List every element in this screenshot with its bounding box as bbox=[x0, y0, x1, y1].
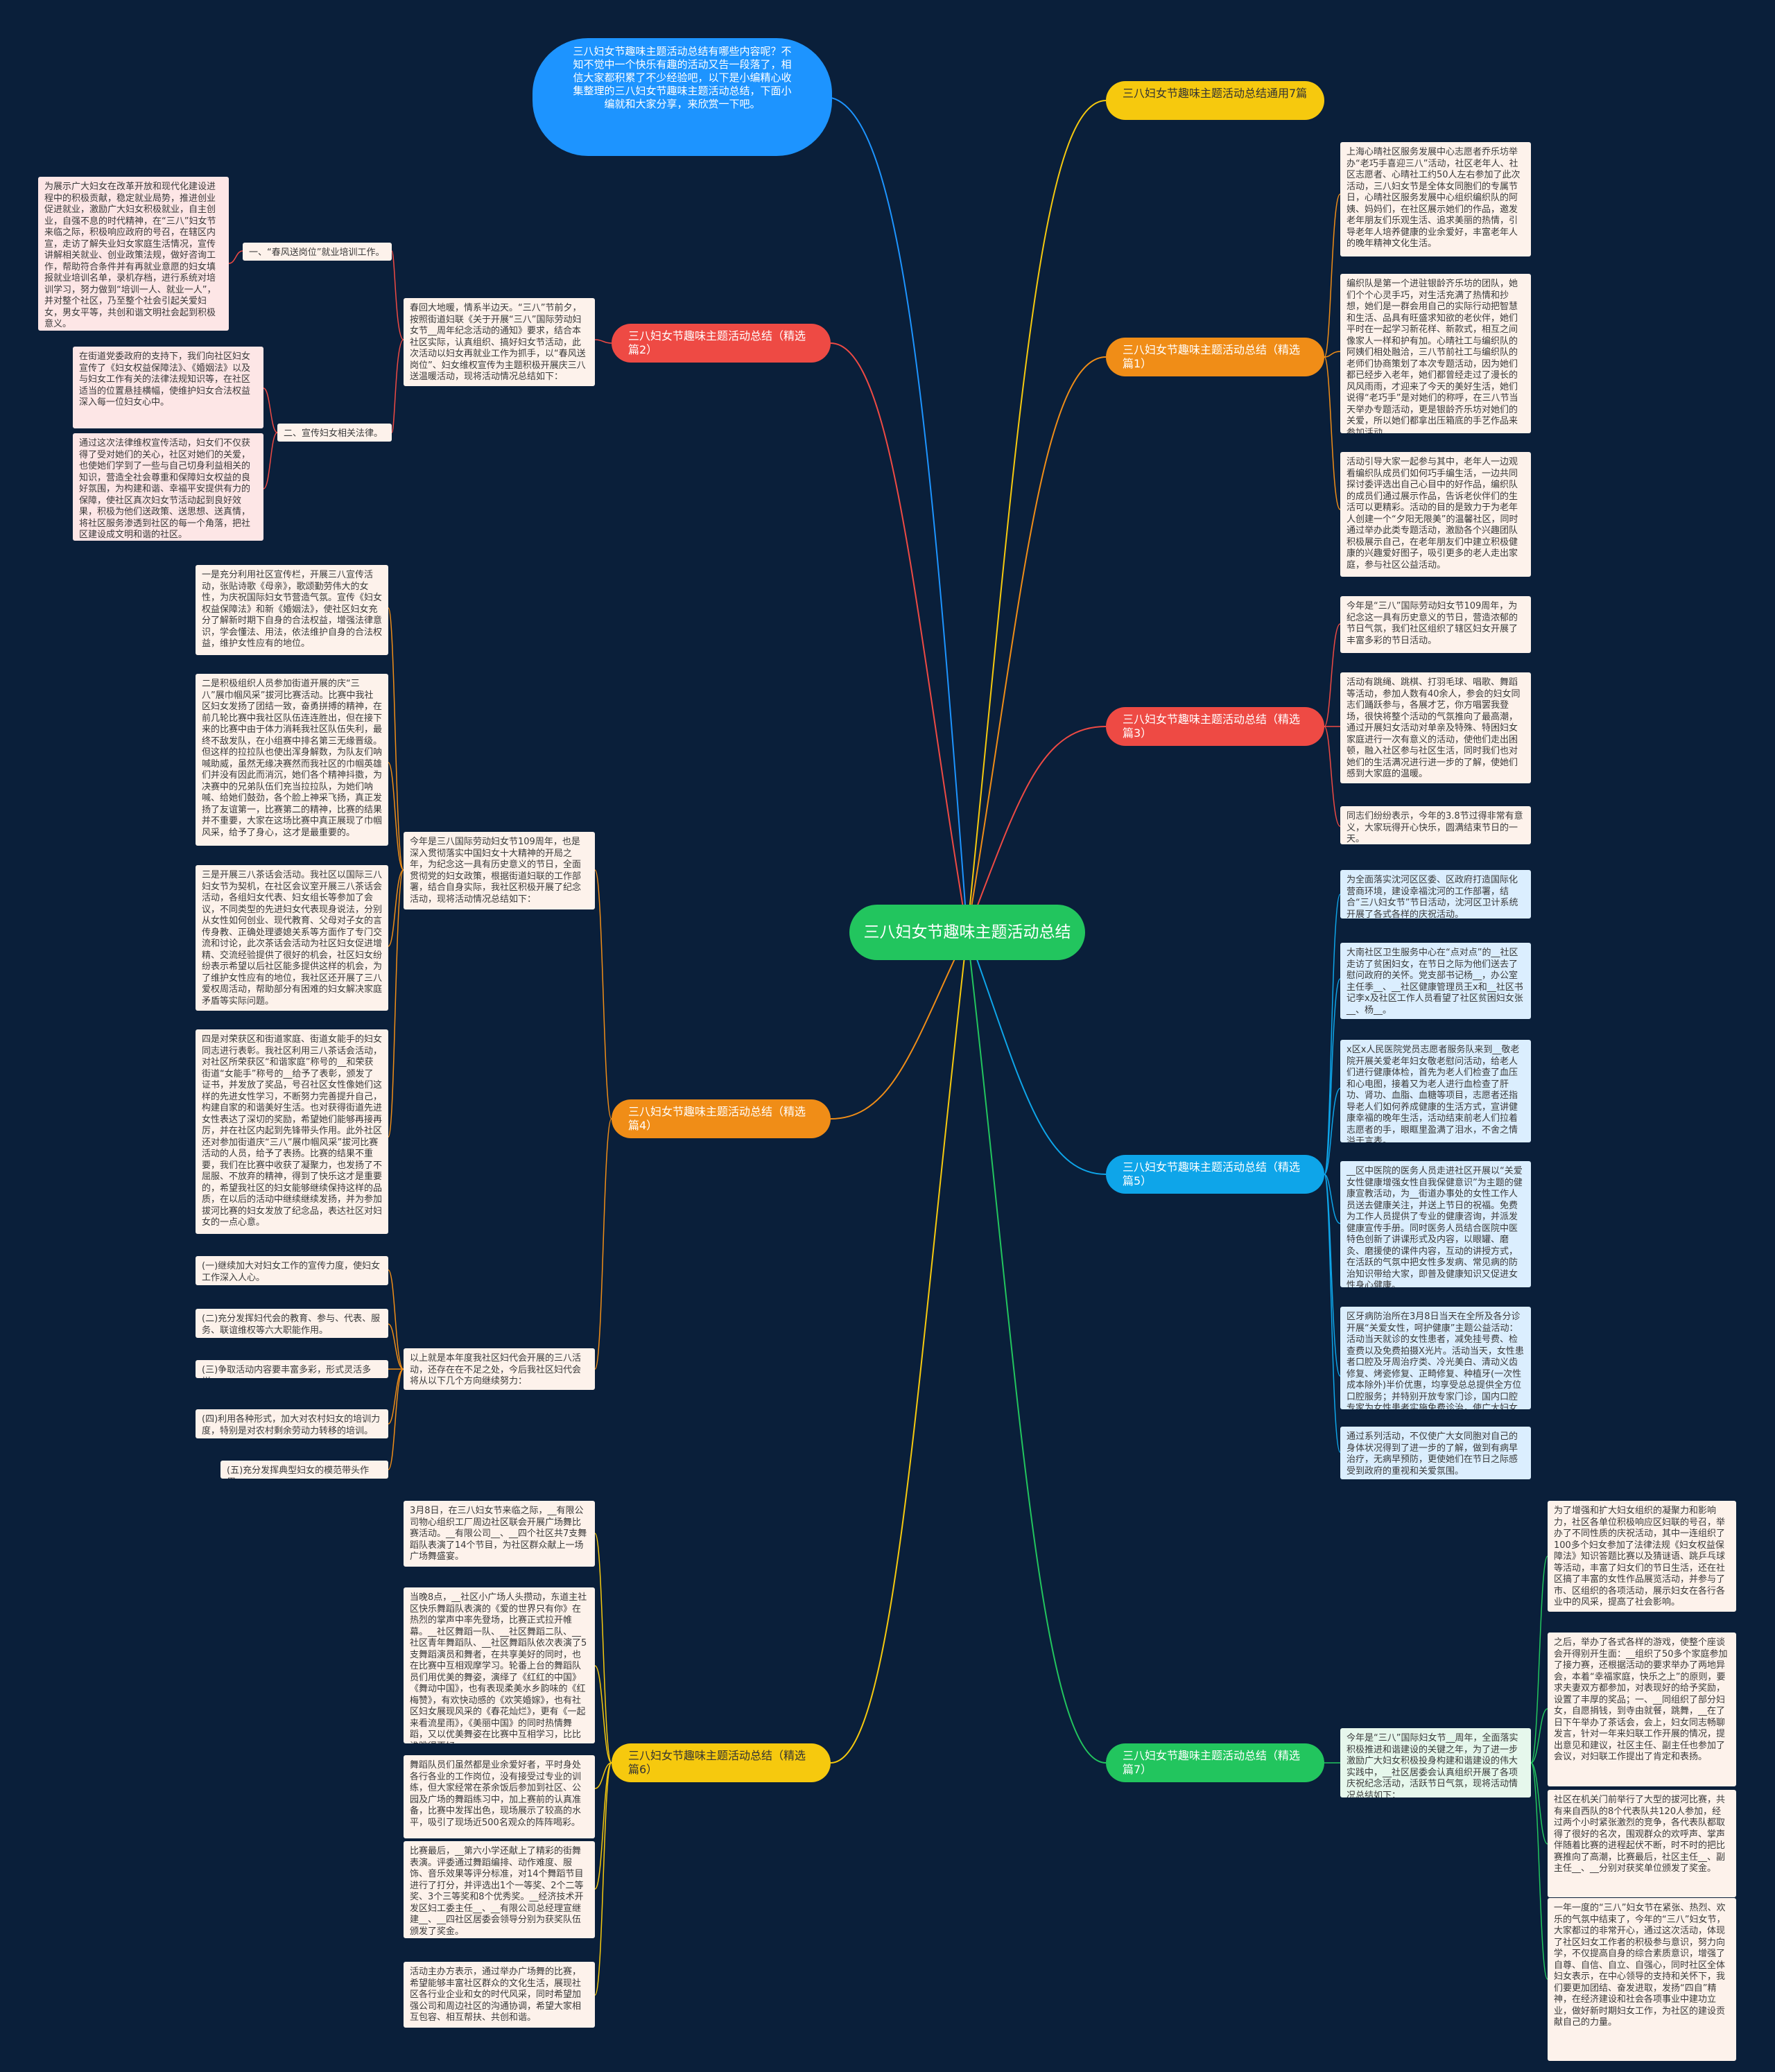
leaf-p1-3[interactable]: 活动引导大家一起参与其中，老年人一边观看编织队成员们如何巧手编生活，一边共同探讨… bbox=[1340, 452, 1531, 577]
leaf-p6-1[interactable]: 3月8日，在三八妇女节来临之际，__有限公司物心组织工厂周边社区联会开展广场舞比… bbox=[404, 1501, 595, 1567]
p4-item-3[interactable]: 三是开展三八茶话会活动。我社区以国际三八妇女节为契机，在社区会议室开展三八茶话会… bbox=[196, 865, 388, 1011]
p7-summary[interactable]: 今年是“三八”国际妇女节__周年，全面落实积极推进和谐建设的关键之年，为了进一步… bbox=[1340, 1728, 1531, 1797]
p4-summary-2[interactable]: 以上就是本年度我社区妇代会开展的三八活动，还存在在不足之处，今后我社区妇代会将从… bbox=[404, 1348, 595, 1390]
leaf-p3-3[interactable]: 同志们纷纷表示，今年的3.8节过得非常有意义，大家玩得开心快乐，圆满结束节日的一… bbox=[1340, 806, 1531, 844]
leaf-p5-3[interactable]: x区x人民医院党员志愿者服务队来到__敬老院开展关爱老年妇女敬老慰问活动，给老人… bbox=[1340, 1040, 1531, 1142]
p4-plan-1[interactable]: (一)继续加大对妇女工作的宣传力度，使妇女工作深入人心。 bbox=[196, 1256, 388, 1285]
wire-p6 bbox=[830, 932, 968, 1764]
leaf-p6-3[interactable]: 舞蹈队员们虽然都是业余爱好者，平时身处各行各业的工作岗位，没有接受过专业的训练，… bbox=[404, 1755, 595, 1838]
p4-summary[interactable]: 今年是三八国际劳动妇女节109周年，也是深入贯彻落实中国妇女十大精神的开局之年，… bbox=[404, 832, 595, 909]
p4-item-2[interactable]: 二是积极组织人员参加街道开展的庆“三八”展巾帼风采”拔河比赛活动。比赛中我社区妇… bbox=[196, 674, 388, 846]
leaf-p5-6[interactable]: 通过系列活动，不仅使广大女同胞对自己的身体状况得到了进一步的了解，做到有病早治疗… bbox=[1340, 1427, 1531, 1479]
wire-p7 bbox=[967, 932, 1107, 1764]
p4-plan-3[interactable]: (三)争取活动内容要丰富多彩，形式灵活多样。 bbox=[196, 1360, 388, 1378]
wire-p4 bbox=[830, 932, 968, 1120]
wire-p1 bbox=[967, 356, 1107, 933]
branch-p3[interactable]: 三八妇女节趣味主题活动总结（精选篇3） bbox=[1106, 707, 1324, 746]
p2-summary[interactable]: 春回大地暖，情系半边天。“三八”节前夕，按照街道妇联《关于开展“三八”国际劳动妇… bbox=[404, 298, 595, 386]
leaf-p5-4[interactable]: __区中医院的医务人员走进社区开展以“关爱女性健康增强女性自我保健意识”为主题的… bbox=[1340, 1161, 1531, 1287]
leaf-p1-1[interactable]: 上海心晴社区服务发展中心志愿者乔乐坊举办“老巧手喜迎三八”活动，社区老年人、社区… bbox=[1340, 142, 1531, 256]
leaf-p5-1[interactable]: 为全面落实沈河区区委、区政府打造国际化营商环境，建设幸福沈河的工作部署，结合“三… bbox=[1340, 870, 1531, 919]
leaf-p1-2[interactable]: 编织队是第一个进驻银龄齐乐坊的团队，她们个个心灵手巧，对生活充满了热情和抄想，她… bbox=[1340, 274, 1531, 433]
leaf-p5-2[interactable]: 大南社区卫生服务中心在“点对点”的__社区走访了贫困妇女，在节日之际为他们送去了… bbox=[1340, 943, 1531, 1019]
p2-text-2a[interactable]: 在街道党委政府的支持下，我们向社区妇女宣传了《妇女权益保障法》、《婚姻法》以及与… bbox=[73, 347, 263, 428]
leaf-p3-2[interactable]: 活动有跳绳、跳棋、打羽毛球、唱歌、舞蹈等活动，参加人数有40余人，参会的妇女同志… bbox=[1340, 672, 1531, 783]
branch-p1[interactable]: 三八妇女节趣味主题活动总结（精选篇1） bbox=[1106, 338, 1324, 376]
leaf-p7-4[interactable]: 一年一度的“三八”妇女节在紧张、热烈、欢乐的气氛中结束了，今年的“三八”妇女节，… bbox=[1548, 1898, 1736, 2061]
leaf-p7-1[interactable]: 为了增强和扩大妇女组织的凝聚力和影响力，社区各单位积极响应区妇联的号召，举办了不… bbox=[1548, 1501, 1736, 1612]
wire-p3 bbox=[967, 726, 1107, 933]
p2-text-1[interactable]: 为展示广大妇女在改革开放和现代化建设进程中的积极贡献，稳定就业局势，推进创业促进… bbox=[38, 177, 229, 331]
p4-plan-4[interactable]: (四)利用各种形式，加大对农村妇女的培训力度，特别是对农村剩余劳动力转移的培训。 bbox=[196, 1409, 388, 1438]
p2-item-1[interactable]: 一、“春风送岗位”就业培训工作。 bbox=[243, 243, 392, 261]
p4-plan-2[interactable]: (二)充分发挥妇代会的教育、参与、代表、服务、联谊维权等六大职能作用。 bbox=[196, 1309, 388, 1338]
wire-p2 bbox=[830, 342, 968, 933]
p2-item-2[interactable]: 二、宣传妇女相关法律。 bbox=[277, 424, 392, 442]
central-topic[interactable]: 三八妇女节趣味主题活动总结 bbox=[849, 905, 1085, 960]
p4-plan-5[interactable]: (五)充分发挥典型妇女的模范带头作用。 bbox=[220, 1461, 388, 1479]
p2-text-2b[interactable]: 通过这次法律维权宣传活动，妇女们不仅获得了受对她们的关心，社区对她们的关爱，也使… bbox=[73, 433, 263, 541]
wire-intro bbox=[824, 96, 968, 933]
branch-p5[interactable]: 三八妇女节趣味主题活动总结（精选篇5） bbox=[1106, 1155, 1324, 1194]
leaf-p6-2[interactable]: 当晚8点，__社区小广场人头攒动，东道主社区快乐舞蹈队表演的《爱的世界只有你》在… bbox=[404, 1587, 595, 1743]
wire-p5 bbox=[967, 932, 1107, 1175]
p4-item-4[interactable]: 四是对荣获区和街道家庭、街道女能手的妇女同志进行表彰。我社区利用三八茶话会活动，… bbox=[196, 1029, 388, 1234]
wire-tongyong bbox=[967, 100, 1107, 933]
leaf-p7-2[interactable]: 之后，举办了各式各样的游戏，使整个座谈会开得别开生面：__组织了50多个家庭参加… bbox=[1548, 1633, 1736, 1786]
leaf-p7-3[interactable]: 社区在机关门前举行了大型的拔河比赛，共有来自西队的8个代表队共120人参加，经过… bbox=[1548, 1790, 1736, 1897]
leaf-p6-5[interactable]: 活动主办方表示，通过举办广场舞的比赛，希望能够丰富社区群众的文化生活，展现社区各… bbox=[404, 1962, 595, 2028]
leaf-p3-1[interactable]: 今年是“三八”国际劳动妇女节109周年，为纪念这一具有历史意义的节日，营造浓郁的… bbox=[1340, 596, 1531, 653]
branch-p6[interactable]: 三八妇女节趣味主题活动总结（精选篇6） bbox=[612, 1743, 831, 1782]
branch-tongyong[interactable]: 三八妇女节趣味主题活动总结通用7篇 bbox=[1106, 81, 1324, 120]
intro-bubble[interactable]: 三八妇女节趣味主题活动总结有哪些内容呢？不知不觉中一个快乐有趣的活动又告一段落了… bbox=[532, 38, 832, 156]
branch-p2[interactable]: 三八妇女节趣味主题活动总结（精选篇2） bbox=[612, 324, 831, 363]
leaf-p5-5[interactable]: 区牙病防治所在3月8日当天在全所及各分诊开展“关爱女性，呵护健康”主题公益活动：… bbox=[1340, 1307, 1531, 1409]
p4-item-1[interactable]: 一是充分利用社区宣传栏，开展三八宣传活动，张贴诗歌《母亲》，歌颂勤劳伟大的女性，… bbox=[196, 565, 388, 655]
branch-p4[interactable]: 三八妇女节趣味主题活动总结（精选篇4） bbox=[612, 1099, 831, 1138]
leaf-p6-4[interactable]: 比赛最后，__第六小学还献上了精彩的街舞表演。评委通过舞蹈编排、动作难度、服饰、… bbox=[404, 1841, 595, 1938]
branch-p7[interactable]: 三八妇女节趣味主题活动总结（精选篇7） bbox=[1106, 1743, 1324, 1782]
